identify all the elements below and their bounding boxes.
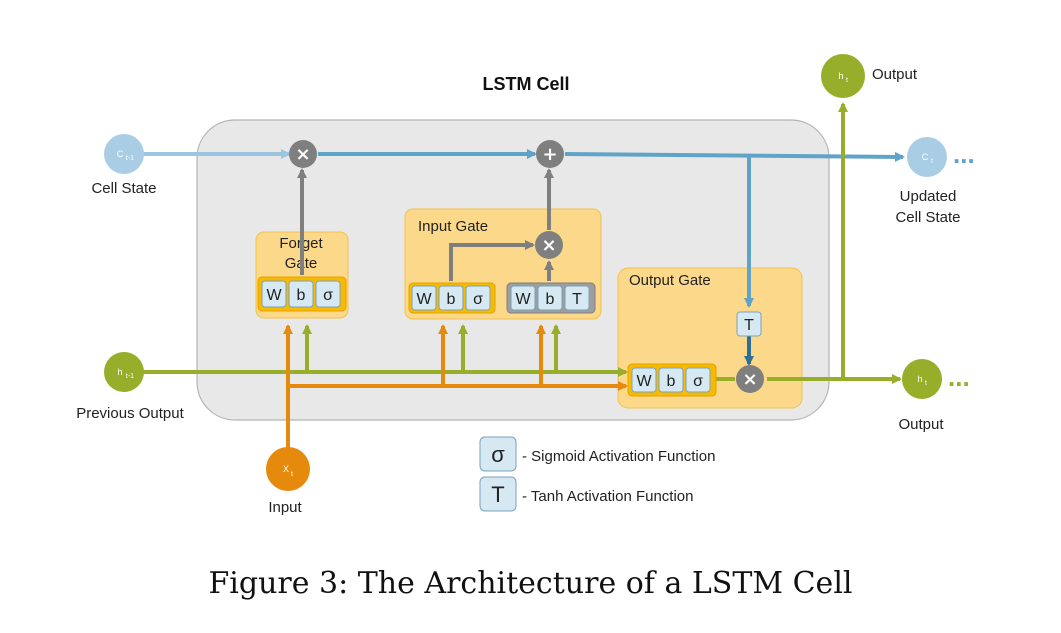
h-t-top-main: h <box>838 71 843 81</box>
legend-sigmoid: σ - Sigmoid Activation Function <box>479 436 715 472</box>
x-t-node: X t <box>266 447 310 491</box>
output-multiply-symbol: × <box>742 369 757 390</box>
c-prev-sub: t-1 <box>126 155 134 162</box>
output-multiply-node: × <box>736 365 764 393</box>
input-w-label: W <box>416 291 432 308</box>
input-multiply-symbol: × <box>541 235 556 256</box>
c-prev-node: C t-1 <box>104 134 144 174</box>
legend-sigmoid-symbol: σ <box>491 442 505 467</box>
h-t-top-sub: t <box>846 77 848 84</box>
input-tanh-b-label: b <box>546 291 555 308</box>
output-ellipsis: ... <box>948 362 970 392</box>
legend-tanh-label: - Tanh Activation Function <box>522 488 694 505</box>
forget-w-label: W <box>266 287 282 304</box>
input-sigmoid-params: W b σ <box>408 282 496 314</box>
output-tanh-box: T <box>736 311 762 337</box>
output-top-label: Output <box>872 66 918 83</box>
cell-state-output-arrow <box>564 151 905 162</box>
output-sigma-label: σ <box>693 373 703 390</box>
c-t-sub: t <box>931 158 933 165</box>
legend-tanh: T - Tanh Activation Function <box>479 476 694 512</box>
x-t-main: X <box>283 464 289 474</box>
forget-gate-params: W b σ <box>257 276 347 312</box>
output-tanh-label: T <box>744 317 754 334</box>
h-prev-node: h t-1 <box>104 352 144 392</box>
input-label: Input <box>268 499 302 516</box>
output-gate-params: W b σ <box>627 363 717 397</box>
input-tanh-w-label: W <box>515 291 531 308</box>
input-sigma-label: σ <box>473 291 483 308</box>
h-t-top-node: h t <box>821 54 865 98</box>
add-node: + <box>536 140 564 168</box>
updated-cell-state-label-line2: Cell State <box>895 209 960 226</box>
forget-multiply-symbol: × <box>295 144 310 165</box>
output-gate-title: Output Gate <box>629 272 711 289</box>
x-t-sub: t <box>291 471 293 478</box>
output-b-label: b <box>667 373 676 390</box>
cell-state-label: Cell State <box>91 180 156 197</box>
lstm-diagram: LSTM Cell Forget Gate Input Gate Output … <box>76 54 975 516</box>
h-prev-sub: t-1 <box>126 373 134 380</box>
input-tanh-t-label: T <box>572 291 582 308</box>
input-gate-title: Input Gate <box>418 218 488 235</box>
output-w-label: W <box>636 373 652 390</box>
diagram-title: LSTM Cell <box>482 74 569 94</box>
add-symbol: + <box>542 144 557 165</box>
forget-b-label: b <box>297 287 306 304</box>
c-prev-main: C <box>117 149 124 159</box>
updated-cell-state-label-line1: Updated <box>900 188 957 205</box>
cell-state-ellipsis: ... <box>953 139 975 169</box>
h-t-right-node: h t <box>902 359 942 399</box>
forget-multiply-node: × <box>289 140 317 168</box>
c-t-node: C t <box>907 137 947 177</box>
legend-sigmoid-label: - Sigmoid Activation Function <box>522 448 715 465</box>
h-prev-main: h <box>117 367 122 377</box>
forget-sigma-label: σ <box>323 287 333 304</box>
input-sigmoid-to-multiply-arrow <box>449 240 535 281</box>
h-t-right-main: h <box>917 374 922 384</box>
figure-caption: Figure 3: The Architecture of a LSTM Cel… <box>208 566 853 601</box>
input-multiply-node: × <box>535 231 563 259</box>
output-right-label: Output <box>898 416 944 433</box>
legend-tanh-symbol: T <box>491 482 504 507</box>
input-tanh-params: W b T <box>506 282 596 314</box>
input-b-label: b <box>447 291 456 308</box>
h-t-right-sub: t <box>925 380 927 387</box>
previous-output-label: Previous Output <box>76 405 184 422</box>
c-t-main: C <box>922 152 929 162</box>
